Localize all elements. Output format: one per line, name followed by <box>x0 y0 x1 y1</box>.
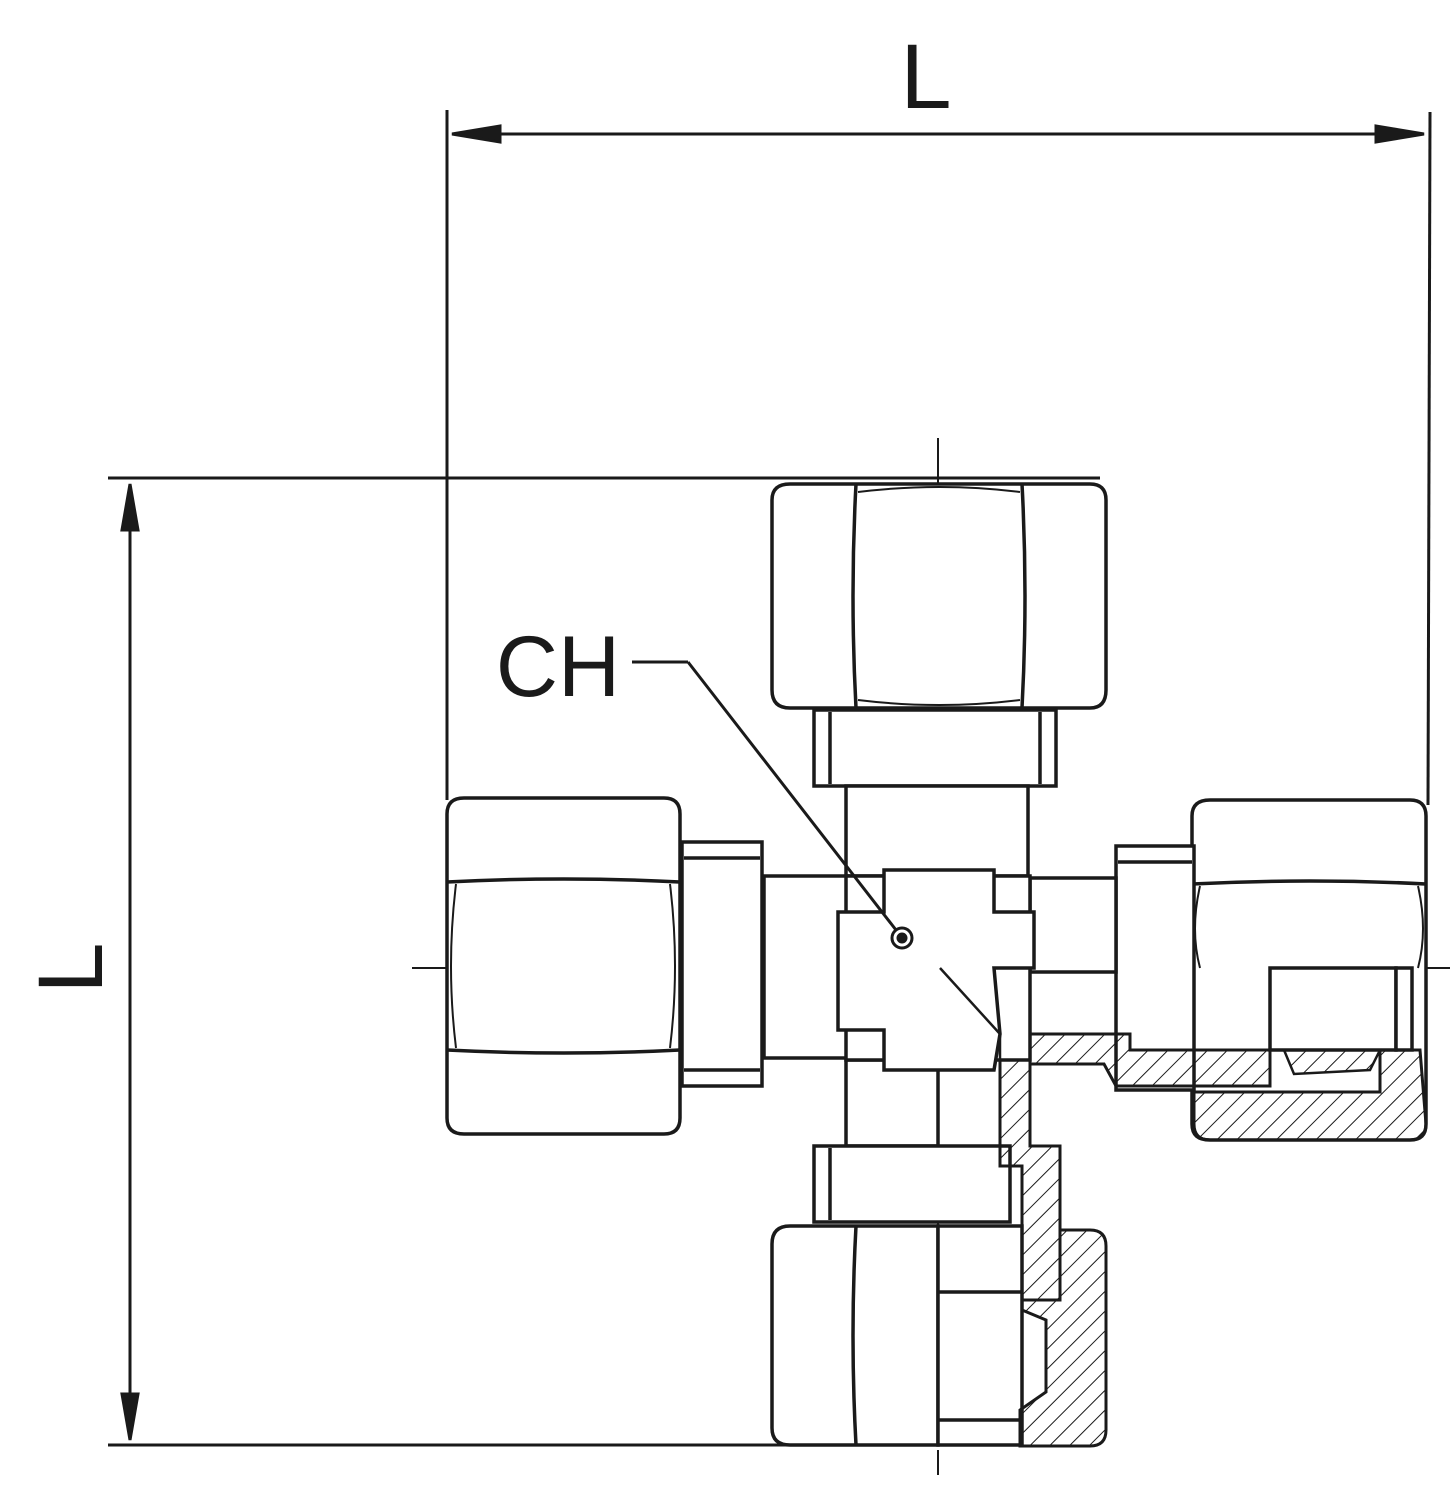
left-nut <box>445 796 682 1136</box>
height-arrow-bottom <box>120 1392 140 1441</box>
right-ring-section <box>1282 1048 1383 1076</box>
top-sleeve <box>812 708 1058 878</box>
bottom-nut <box>770 1224 1024 1447</box>
left-sleeve <box>680 840 850 1088</box>
height-dimension <box>108 476 1100 1447</box>
bottom-sleeve <box>812 1058 1012 1224</box>
bottom-nut-section <box>1018 1228 1108 1448</box>
width-dimension <box>445 110 1432 806</box>
width-arrow-right <box>1374 124 1425 144</box>
top-nut <box>770 482 1108 710</box>
ch-leader-dot <box>890 926 914 950</box>
right-nut-section <box>1192 1048 1428 1142</box>
height-dimension-label: L <box>20 942 122 993</box>
width-dimension-label: L <box>900 26 951 128</box>
height-arrow-top <box>120 483 140 532</box>
ch-leader <box>632 660 914 950</box>
wrench-size-label: CH <box>496 619 620 715</box>
width-extension-right <box>1426 111 1432 806</box>
width-arrow-left <box>451 124 502 144</box>
